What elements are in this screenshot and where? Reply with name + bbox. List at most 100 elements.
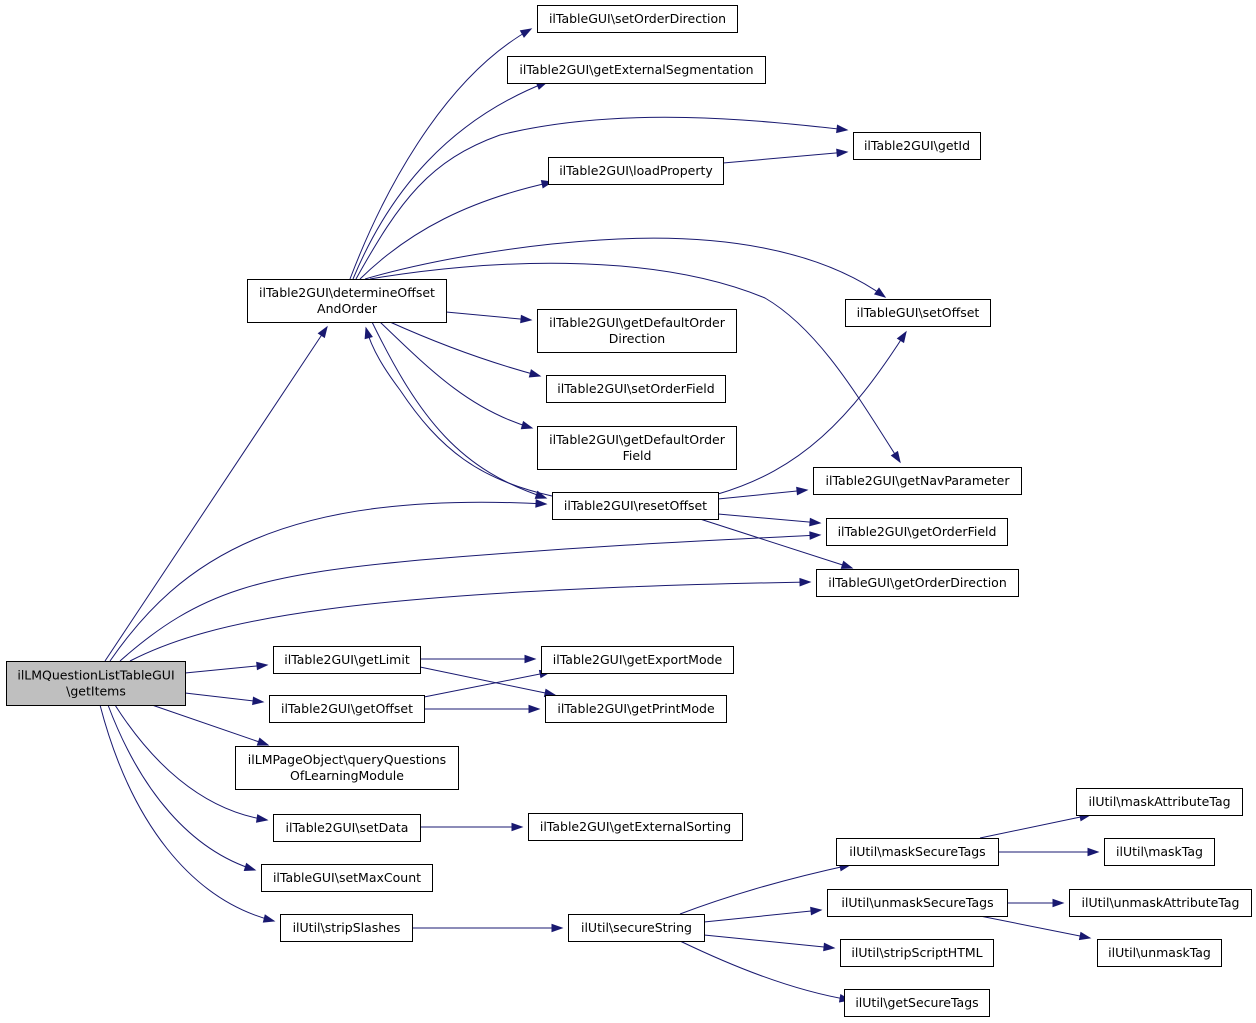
node-maskAttributeTag[interactable]: ilUtil\maskAttributeTag [1076,788,1243,816]
node-unmaskTag[interactable]: ilUtil\unmaskTag [1097,939,1222,967]
node-box [1097,939,1222,967]
edge-root-to-getOrderField-arrowhead [809,531,822,540]
node-box [827,889,1008,917]
edge-root-to-queryQuestions [151,704,269,746]
edge-determine-to-setOrderDirection-arrowhead [519,28,533,38]
node-label: ilTable2GUI\getLimit [284,652,410,667]
edge-secureString-to-getSecureTags [679,940,851,1001]
nodes-layer: ilLMQuestionListTableGUI\getItems ilTable… [6,5,1252,1017]
edge-determine-to-getDefaultOrderDirection [445,311,532,321]
node-setOrderDirection[interactable]: ilTableGUI\setOrderDirection [537,5,738,33]
node-box [541,646,734,674]
node-label: ilTableGUI\setOrderDirection [549,11,726,26]
node-box [280,914,413,942]
edge-resetOffset-to-setOffset [717,331,907,495]
edge-loadProperty-to-getId [722,151,848,164]
node-getId[interactable]: ilTable2GUI\getId [853,132,981,160]
node-label: ilUtil\maskSecureTags [849,844,985,859]
edge-stripSlashes-to-secureString-arrowhead [551,923,564,933]
node-label: ilTable2GUI\resetOffset [564,498,707,513]
edge-getOffset-to-getExportMode [423,671,551,698]
node-getNavParameter[interactable]: ilTable2GUI\getNavParameter [813,467,1022,495]
node-getExternalSegmentation[interactable]: ilTable2GUI\getExternalSegmentation [507,56,766,84]
node-setOffset[interactable]: ilTableGUI\setOffset [845,299,991,327]
node-box [528,813,743,841]
edge-root-to-getOrderDirection [129,581,811,662]
edge-root-to-getLimit-arrowhead [256,661,269,671]
node-setMaxCount[interactable]: ilTableGUI\setMaxCount [261,864,433,892]
node-box [273,814,421,842]
edge-root-to-resetOffset [109,501,547,662]
node-getOrderDirection[interactable]: ilTableGUI\getOrderDirection [816,569,1019,597]
node-stripSlashes[interactable]: ilUtil\stripSlashes [280,914,413,942]
edge-getOffset-to-getPrintMode-arrowhead [528,704,541,714]
edge-determine-to-getId [355,116,848,280]
node-getSecureTags[interactable]: ilUtil\getSecureTags [844,989,990,1017]
edge-determine-to-setOrderField [389,321,541,377]
node-label: \getItems [66,684,126,699]
node-resetOffset[interactable]: ilTable2GUI\resetOffset [552,492,719,520]
node-getExportMode[interactable]: ilTable2GUI\getExportMode [541,646,734,674]
node-getPrintMode[interactable]: ilTable2GUI\getPrintMode [545,695,727,723]
edge-getLimit-to-getExportMode-arrowhead [524,654,537,664]
edge-resetOffset-to-getOrderDirection-arrowhead [840,560,854,569]
edge-root-to-queryQuestions-arrowhead [256,737,270,746]
edge-unmaskSecureTags-to-unmaskTag [979,915,1091,939]
edge-root-to-getOffset [184,692,264,703]
edge-maskSecureTags-to-maskTag-arrowhead [1087,847,1100,857]
edge-secureString-to-unmaskSecureTags-arrowhead [810,906,823,916]
node-setOrderField[interactable]: ilTable2GUI\setOrderField [546,375,726,403]
node-setData[interactable]: ilTable2GUI\setData [273,814,421,842]
edge-resetOffset-to-getOrderField-arrowhead [809,517,822,527]
edge-determine-to-getDefaultOrderDirection-arrowhead [520,314,533,324]
node-box [545,695,727,723]
edge-root-to-getOrderDirection-arrowhead [799,577,812,587]
node-box [261,864,433,892]
edge-determine-to-getDefaultOrderField-arrowhead [520,420,534,430]
node-box [507,56,766,84]
node-secureString[interactable]: ilUtil\secureString [568,914,705,942]
node-unmaskAttributeTag[interactable]: ilUtil\unmaskAttributeTag [1069,889,1252,917]
node-label: ilTable2GUI\getId [864,138,970,153]
node-box [816,569,1019,597]
node-loadProperty[interactable]: ilTable2GUI\loadProperty [548,157,724,185]
edge-setData-to-getExternalSorting-arrowhead [511,822,524,832]
node-unmaskSecureTags[interactable]: ilUtil\unmaskSecureTags [827,889,1008,917]
node-box [537,426,737,470]
node-root[interactable]: ilLMQuestionListTableGUI\getItems [6,661,186,706]
node-maskSecureTags[interactable]: ilUtil\maskSecureTags [836,838,999,866]
node-label: ilTable2GUI\determineOffset [259,285,435,300]
node-box [1104,838,1215,866]
edge-loadProperty-to-getId-arrowhead [836,148,849,158]
edge-root-to-getOrderField [119,534,821,662]
node-label: ilTable2GUI\getExternalSegmentation [519,62,753,77]
node-box [844,989,990,1017]
node-getLimit[interactable]: ilTable2GUI\getLimit [273,646,421,674]
edge-secureString-to-unmaskSecureTags [703,909,822,923]
node-label: ilTable2GUI\getExternalSorting [540,819,731,834]
node-box [840,939,994,967]
edge-resetOffset-to-getNavParameter [717,489,808,500]
node-stripScriptHTML[interactable]: ilUtil\stripScriptHTML [840,939,994,967]
edge-determine-to-getExternalSegmentation [352,81,548,280]
node-label: ilUtil\getSecureTags [855,995,978,1010]
node-getOrderField[interactable]: ilTable2GUI\getOrderField [826,518,1008,546]
edge-root-to-resetOffset-arrowhead [535,499,548,508]
edge-determine-to-setOrderDirection [349,28,532,280]
node-label: ilTable2GUI\getDefaultOrder [549,315,726,330]
node-queryQuestions[interactable]: ilLMPageObject\queryQuestionsOfLearningM… [235,746,459,790]
node-maskTag[interactable]: ilUtil\maskTag [1104,838,1215,866]
edge-getLimit-to-getPrintMode [419,666,556,696]
node-getOffset[interactable]: ilTable2GUI\getOffset [269,695,425,723]
edge-root-to-getLimit [184,664,268,674]
node-label: ilLMQuestionListTableGUI [17,668,174,683]
edge-unmaskSecureTags-to-unmaskAttributeTag-arrowhead [1052,898,1065,908]
node-box [235,746,459,790]
node-label: Field [623,448,652,463]
edge-root-to-stripSlashes [99,704,275,922]
node-getExternalSorting[interactable]: ilTable2GUI\getExternalSorting [528,813,743,841]
